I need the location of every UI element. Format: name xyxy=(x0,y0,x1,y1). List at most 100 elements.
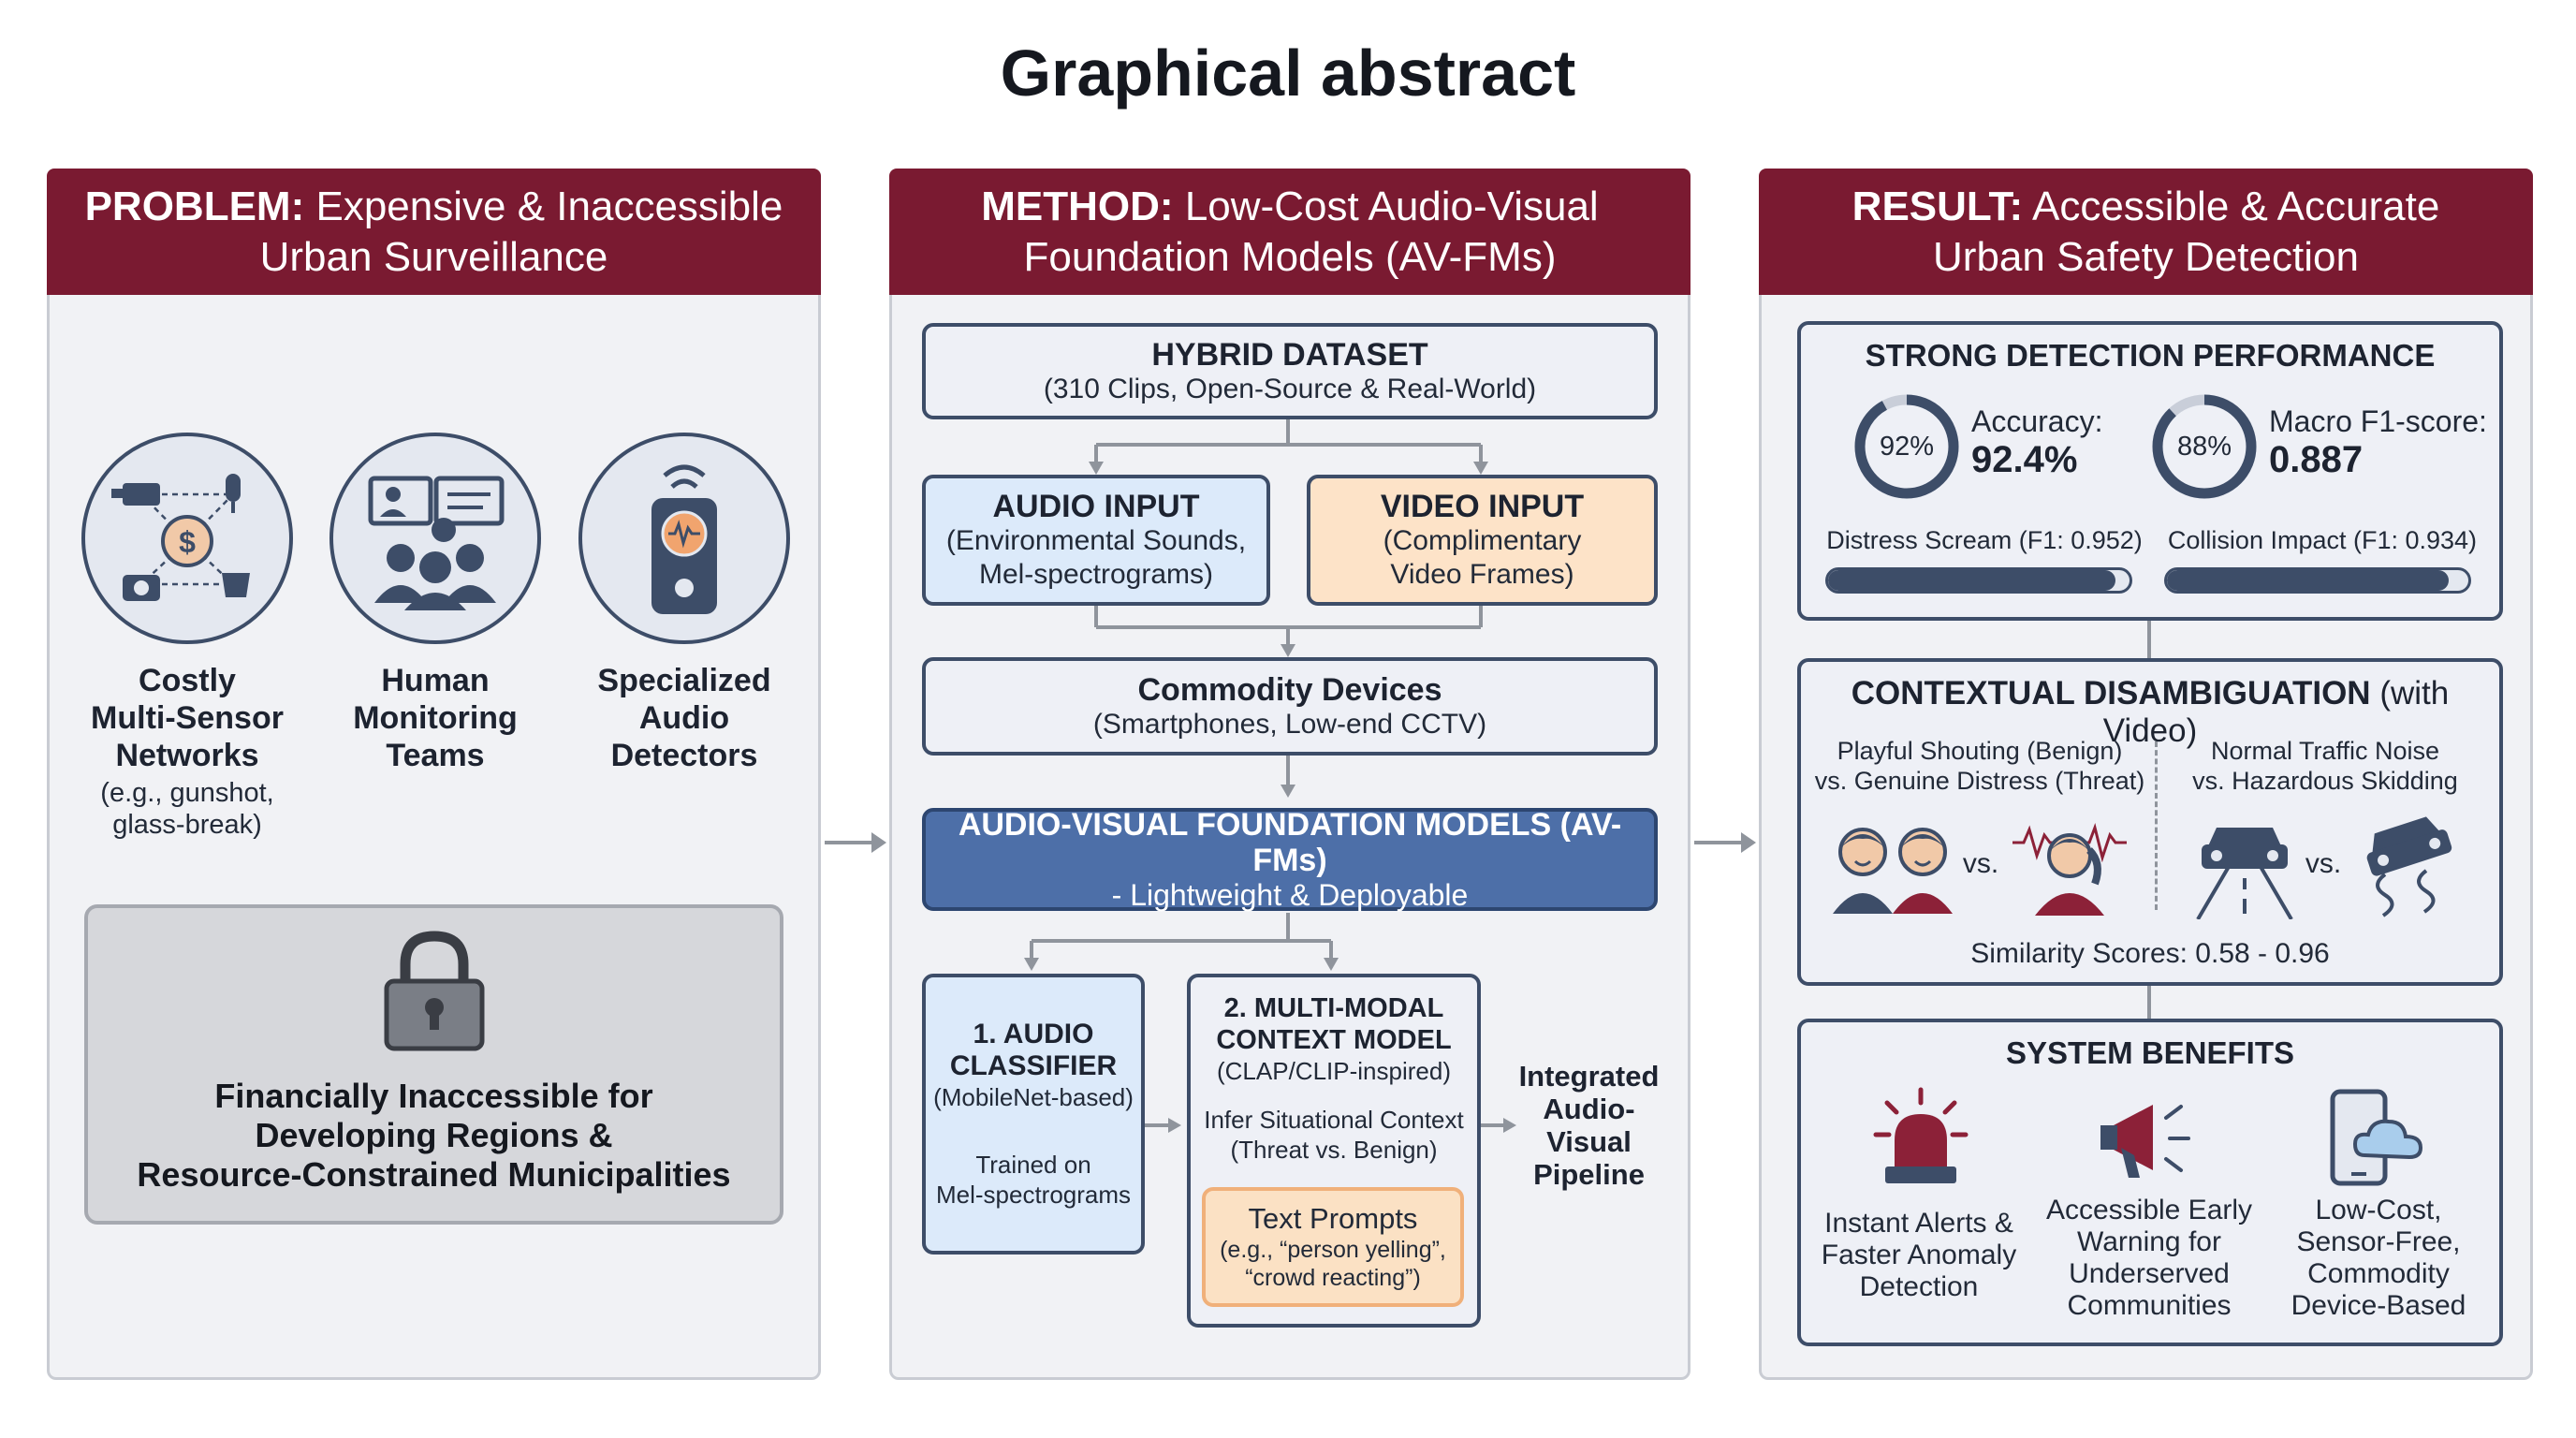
video-input-line1: (Complimentary xyxy=(1383,525,1582,556)
normal-traffic-icon xyxy=(2196,828,2293,919)
page-title: Graphical abstract xyxy=(1000,37,1576,110)
video-input-line2: Video Frames) xyxy=(1390,559,1574,590)
lock-line1: Financially Inaccessible for xyxy=(214,1077,653,1115)
context-right-caption: Normal Traffic Noise vs. Hazardous Skidd… xyxy=(2160,736,2490,796)
bar1-track xyxy=(1825,567,2132,594)
context-box-title-suffix: (with Video) xyxy=(2102,675,2450,749)
monitoring-team-icon xyxy=(329,433,541,644)
prompts-line1: (e.g., “person yelling”, xyxy=(1220,1237,1446,1263)
problem-head-line1: Expensive & Inaccessible xyxy=(315,183,783,229)
arrow-method-to-result xyxy=(1694,832,1756,853)
accuracy-ring xyxy=(1854,394,1959,499)
context-line3: (Threat vs. Benign) xyxy=(1230,1136,1438,1164)
detectors-line1: Specialized xyxy=(597,663,771,698)
inaccessible-box xyxy=(84,904,783,1225)
problem-head-bold: PROBLEM: xyxy=(84,183,305,229)
audio-input-box: AUDIO INPUT (Environmental Sounds, Mel-s… xyxy=(922,475,1270,606)
f1-value: 0.887 xyxy=(2269,439,2364,480)
phone-cloud-icon xyxy=(2330,1089,2423,1186)
benefit-lowcost: Low-Cost, Sensor-Free, Commodity Device-… xyxy=(2267,1195,2490,1322)
method-connectors xyxy=(1024,419,1516,1133)
benefit-lowcost-line2: Sensor-Free, xyxy=(2296,1226,2461,1257)
benefit-warning-line2: Warning for xyxy=(2077,1226,2221,1257)
benefit-lowcost-line1: Low-Cost, xyxy=(2315,1195,2442,1225)
vs-left: vs. xyxy=(1962,848,1999,879)
pipeline-line1: Integrated xyxy=(1518,1060,1660,1093)
benefit-alerts-line2: Faster Anomaly xyxy=(1821,1240,2017,1270)
method-header: METHOD: Low-Cost Audio-Visual Foundation… xyxy=(889,169,1690,295)
costly-line2: Multi-Sensor xyxy=(91,700,284,736)
costly-networks-label: Costly Multi-Sensor Networks xyxy=(56,662,318,774)
playful-people-icon xyxy=(1833,828,1953,914)
result-connector-1 xyxy=(2147,620,2151,659)
benefit-lowcost-line4: Device-Based xyxy=(2291,1290,2466,1321)
performance-title: STRONG DETECTION PERFORMANCE xyxy=(1865,338,2436,373)
bar2-fill xyxy=(2167,570,2449,591)
costly-example2: glass-break) xyxy=(112,810,262,840)
costly-line1: Costly xyxy=(139,663,236,698)
accuracy-label: Accuracy: xyxy=(1971,404,2103,438)
ctx-right-line1: Normal Traffic Noise xyxy=(2210,737,2440,765)
lock-line3: Resource-Constrained Municipalities xyxy=(137,1155,731,1194)
lock-line2: Developing Regions & xyxy=(255,1116,613,1154)
bar2-track xyxy=(2164,567,2471,594)
inaccessible-text: Financially Inaccessible for Developing … xyxy=(103,1077,765,1195)
context-line2: Infer Situational Context xyxy=(1204,1106,1464,1134)
context-line1: (CLAP/CLIP-inspired) xyxy=(1217,1057,1451,1085)
monitoring-line3: Teams xyxy=(386,738,485,773)
context-left-caption: Playful Shouting (Benign) vs. Genuine Di… xyxy=(1807,736,2153,796)
benefit-warning-line4: Communities xyxy=(2067,1290,2232,1321)
costly-line3: Networks xyxy=(115,738,259,773)
alarm-siren-icon xyxy=(1873,1087,1969,1183)
arrow-problem-to-method xyxy=(825,832,886,853)
ctx-right-line2: vs. Hazardous Skidding xyxy=(2192,767,2458,795)
result-head-line1: Accessible & Accurate xyxy=(2031,183,2440,229)
classifier-title1: 1. AUDIO xyxy=(973,1019,1094,1049)
audio-input-line1: (Environmental Sounds, xyxy=(945,525,1247,556)
classifier-title2: CLASSIFIER xyxy=(949,1050,1118,1081)
audio-classifier-box: 1. AUDIO CLASSIFIER (MobileNet-based) Tr… xyxy=(922,974,1145,1255)
audio-detector-icon xyxy=(578,433,790,644)
avfm-box: AUDIO-VISUAL FOUNDATION MODELS (AV-FMs) … xyxy=(922,807,1658,912)
benefit-warning-line1: Accessible Early xyxy=(2045,1195,2253,1225)
dataset-subtitle: (310 Clips, Open-Source & Real-World) xyxy=(1043,373,1537,404)
accuracy-ring-text: 92% xyxy=(1879,432,1935,462)
monitoring-teams-label: Human Monitoring Teams xyxy=(304,662,566,774)
text-prompts-box: Text Prompts (e.g., “person yelling”, “c… xyxy=(1202,1187,1464,1307)
video-input-box: VIDEO INPUT (Complimentary Video Frames) xyxy=(1307,475,1658,606)
audio-input-line2: Mel-spectrograms) xyxy=(978,559,1214,590)
audio-input-title: AUDIO INPUT xyxy=(992,489,1200,524)
bar1-fill xyxy=(1828,570,2115,591)
bar2-label: Collision Impact (F1: 0.934) xyxy=(2167,526,2478,554)
devices-title: Commodity Devices xyxy=(1137,671,1442,708)
result-connector-2 xyxy=(2147,983,2151,1020)
video-input-title: VIDEO INPUT xyxy=(1380,489,1585,524)
benefit-alerts-line1: Instant Alerts & xyxy=(1824,1208,2013,1239)
benefits-title: SYSTEM BENEFITS xyxy=(2005,1035,2295,1070)
costly-example1: (e.g., gunshot, xyxy=(100,778,274,808)
benefit-alerts: Instant Alerts & Faster Anomaly Detectio… xyxy=(1807,1208,2031,1303)
hybrid-dataset-box: HYBRID DATASET (310 Clips, Open-Source &… xyxy=(922,323,1658,419)
method-head-line2: Foundation Models (AV-FMs) xyxy=(1023,233,1557,280)
problem-head-line2: Urban Surveillance xyxy=(259,233,608,280)
costly-networks-example: (e.g., gunshot, glass-break) xyxy=(56,777,318,841)
integrated-pipeline-label: Integrated Audio- Visual Pipeline xyxy=(1512,1060,1666,1191)
f1-ring xyxy=(2152,394,2257,499)
devices-subtitle: (Smartphones, Low-end CCTV) xyxy=(1092,708,1487,740)
monitoring-line2: Monitoring xyxy=(353,700,518,736)
audio-detectors-label: Specialized Audio Detectors xyxy=(553,662,815,774)
method-head-bold: METHOD: xyxy=(981,183,1174,229)
prompts-line2: “crowd reacting”) xyxy=(1245,1265,1421,1291)
ctx-left-line1: Playful Shouting (Benign) xyxy=(1837,737,2123,765)
result-head-bold: RESULT: xyxy=(1852,183,2024,229)
bar1-label: Distress Scream (F1: 0.952) xyxy=(1826,526,2143,554)
avfm-subtitle: - Lightweight & Deployable xyxy=(1111,878,1469,912)
f1-label: Macro F1-score: xyxy=(2269,404,2487,438)
context-title2: CONTEXT MODEL xyxy=(1216,1025,1452,1055)
context-box-title: CONTEXTUAL DISAMBIGUATION xyxy=(1851,675,2371,712)
problem-header: PROBLEM: Expensive & Inaccessible Urban … xyxy=(47,169,821,295)
avfm-title: AUDIO-VISUAL FOUNDATION MODELS (AV-FMs) xyxy=(958,807,1622,878)
megaphone-icon xyxy=(2100,1105,2190,1178)
method-head-line1: Low-Cost Audio-Visual xyxy=(1184,183,1599,229)
benefit-warning: Accessible Early Warning for Underserved… xyxy=(2031,1195,2267,1322)
